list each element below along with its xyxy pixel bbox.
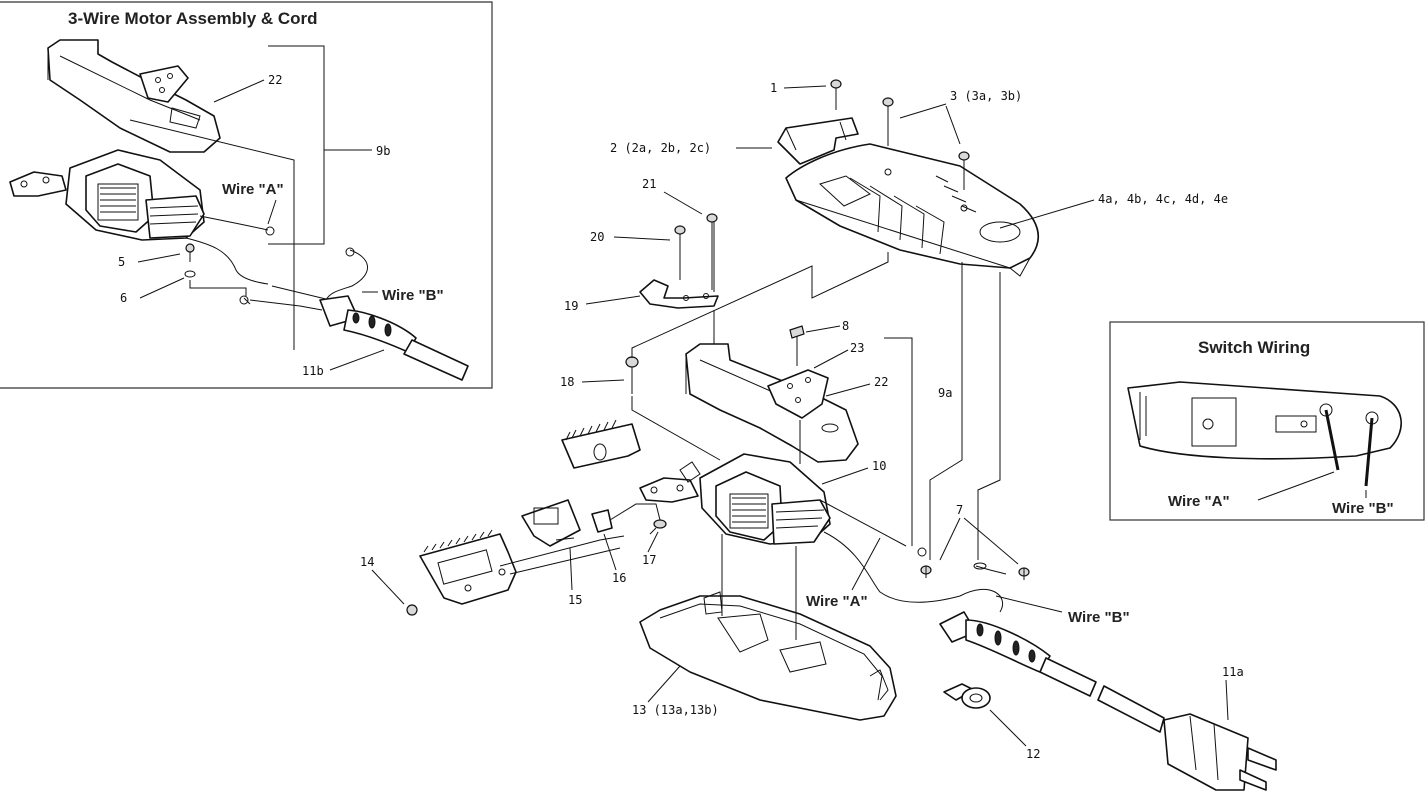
callout-8: 8 [842, 319, 849, 333]
comb-plate [561, 419, 641, 469]
frame-bracket-22 [685, 343, 859, 463]
screws-3 [882, 97, 970, 190]
screw-18 [625, 356, 639, 394]
callout-12: 12 [1026, 747, 1040, 761]
callout-11b: 11b [302, 364, 324, 378]
callout-6: 6 [120, 291, 127, 305]
inset-motor-coil [9, 149, 205, 241]
callout-20: 20 [590, 230, 604, 244]
mount-bracket-19 [639, 279, 719, 309]
wire-b-label: Wire "B" [1068, 609, 1130, 626]
plate-15 [521, 499, 581, 547]
callout-13: 13 (13a,13b) [632, 703, 719, 717]
callout-22-inset: 22 [268, 73, 282, 87]
callout-19: 19 [564, 299, 578, 313]
inset-bracket-22 [47, 39, 221, 153]
switch-cap-2 [777, 117, 859, 165]
callout-1: 1 [770, 81, 777, 95]
screw-17 [649, 519, 667, 535]
screws-7 [920, 565, 1030, 580]
callout-3: 3 (3a, 3b) [950, 89, 1022, 103]
screw-20 [674, 225, 686, 280]
inset-motor-assembly: 3-Wire Motor Assembly & Cord [0, 1, 493, 389]
motor-coil-10 [639, 453, 831, 545]
switch-wire-b-label: Wire "B" [1332, 500, 1394, 517]
callout-2: 2 (2a, 2b, 2c) [610, 141, 711, 155]
inset-wire-a-label: Wire "A" [222, 181, 284, 198]
callout-16: 16 [612, 571, 626, 585]
callout-15: 15 [568, 593, 582, 607]
inset-screw-5 [185, 243, 195, 262]
callout-22: 22 [874, 375, 888, 389]
screw-8 [789, 325, 805, 366]
clip-16 [555, 509, 613, 541]
callout-17: 17 [642, 553, 656, 567]
callout-14: 14 [360, 555, 374, 569]
inset-cord-11b [319, 295, 469, 381]
switch-wiring-heading: Switch Wiring [1198, 338, 1310, 357]
screw-1 [830, 79, 842, 110]
inset-washer-6 [184, 270, 196, 278]
callout-11a: 11a [1222, 665, 1244, 679]
wire-a-label: Wire "A" [806, 593, 868, 610]
callout-9a: 9a [938, 386, 952, 400]
screw-21 [706, 213, 718, 290]
callout-4: 4a, 4b, 4c, 4d, 4e [1098, 192, 1228, 206]
power-cord-11a [939, 611, 1277, 791]
callout-9b: 9b [376, 144, 390, 158]
callout-10: 10 [872, 459, 886, 473]
upper-housing-4 [785, 143, 1039, 277]
callout-5: 5 [118, 255, 125, 269]
blade-assembly-14 [406, 529, 517, 616]
switch-wire-a-label: Wire "A" [1168, 493, 1230, 510]
lower-housing-13 [639, 591, 897, 721]
inset-wire-b-label: Wire "B" [382, 287, 444, 304]
inset-switch-wiring: Switch Wiring Wire "A" Wire "B" [1109, 321, 1425, 521]
key-12 [943, 683, 991, 709]
inset-heading: 3-Wire Motor Assembly & Cord [68, 9, 318, 28]
callout-7: 7 [956, 503, 963, 517]
callout-21: 21 [642, 177, 656, 191]
callout-23: 23 [850, 341, 864, 355]
callout-18: 18 [560, 375, 574, 389]
